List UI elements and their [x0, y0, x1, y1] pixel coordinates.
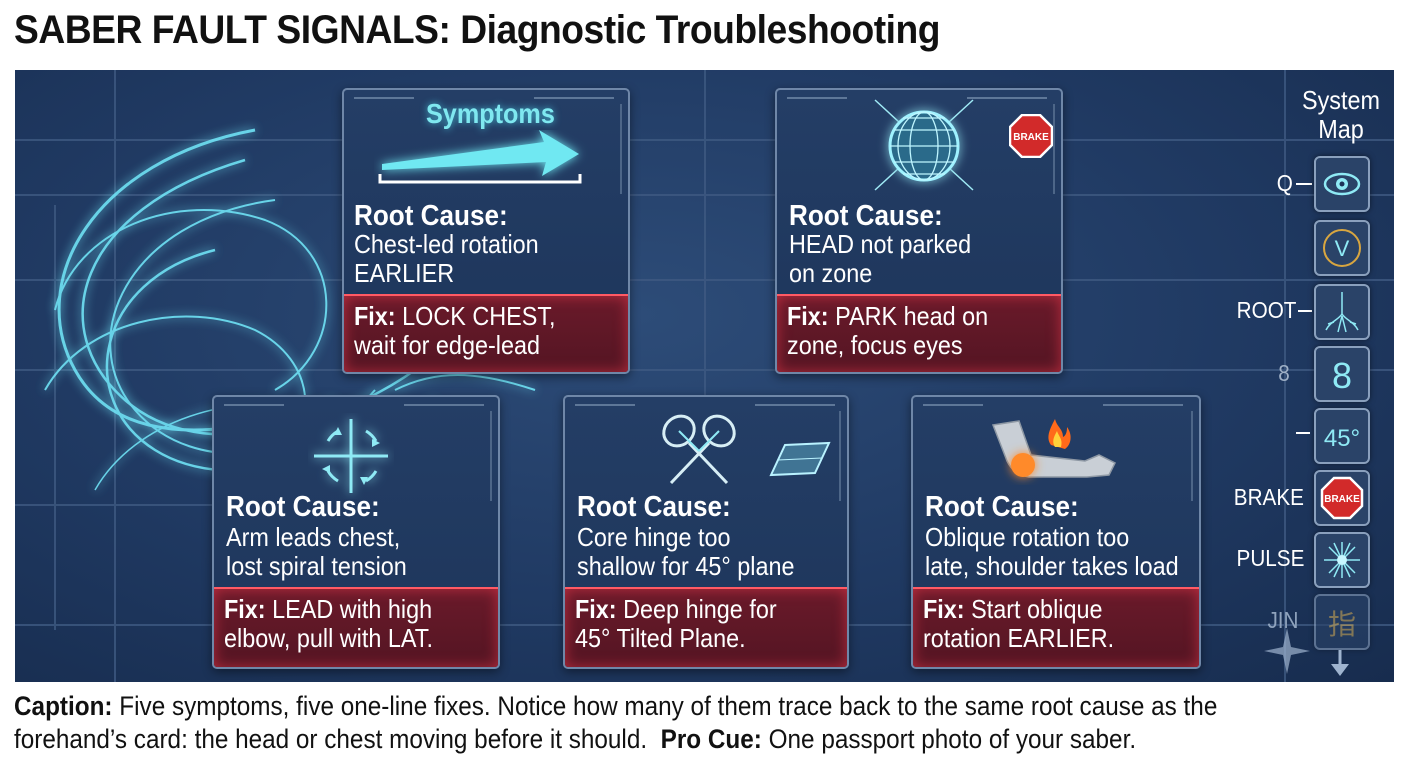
- sparkle-icon: [1264, 628, 1310, 674]
- crosshair-rotate-icon: [314, 419, 388, 493]
- root-cause-heading: Root Cause:: [354, 200, 508, 232]
- jin-glyph-icon: 指: [1314, 594, 1370, 650]
- system-map-label-pulse: PULSE: [1236, 545, 1304, 571]
- eight-badge-icon: 8: [1314, 346, 1370, 402]
- eye-icon: [1314, 156, 1370, 212]
- svg-text:BRAKE: BRAKE: [1013, 132, 1049, 143]
- v-badge-icon: V: [1314, 220, 1370, 276]
- roots-icon: [1314, 284, 1370, 340]
- symptoms-label: Symptoms: [426, 98, 555, 129]
- globe-icon: [874, 99, 974, 191]
- elbow-pain-icon: [991, 419, 1117, 478]
- angle-45-badge-icon: 45°: [1314, 408, 1370, 464]
- tilted-plane-icon: [769, 441, 831, 477]
- svg-text:指: 指: [1328, 608, 1356, 641]
- down-arrow-icon: [1331, 650, 1349, 676]
- system-map-label-8: 8: [1278, 360, 1290, 386]
- svg-text:V: V: [1335, 236, 1350, 261]
- root-cause-heading: Root Cause:: [925, 491, 1079, 523]
- arrow-icon: [378, 130, 582, 184]
- root-cause-heading: Root Cause:: [577, 491, 731, 523]
- svg-text:45°: 45°: [1324, 425, 1360, 452]
- root-cause-heading: Root Cause:: [789, 200, 943, 232]
- system-map-label-q: Q: [1276, 170, 1293, 196]
- system-map-label-jin: JIN: [1266, 607, 1298, 633]
- fault-card-3: Root Cause: Arm leads chest,lost spiral …: [212, 395, 500, 669]
- fix-box: Fix: LOCK CHEST,wait for edge-lead: [344, 294, 628, 372]
- system-map-label-root: ROOT: [1236, 297, 1296, 323]
- crossed-rackets-icon: [662, 414, 736, 485]
- caption: Caption: Five symptoms, five one-line fi…: [14, 691, 1218, 754]
- svg-text:BRAKE: BRAKE: [1324, 494, 1360, 505]
- pulse-icon: [1314, 532, 1370, 588]
- svg-text:8: 8: [1332, 355, 1352, 396]
- brake-sign-icon: BRAKE: [1009, 114, 1053, 158]
- page-title: SABER FAULT SIGNALS: Diagnostic Troubles…: [14, 8, 941, 52]
- brake-sign-icon: BRAKE: [1314, 470, 1370, 526]
- root-cause-text: Arm leads chest,lost spiral tension: [226, 522, 407, 581]
- root-cause-heading: Root Cause:: [226, 491, 380, 523]
- system-map-label-brake: BRAKE: [1233, 484, 1304, 510]
